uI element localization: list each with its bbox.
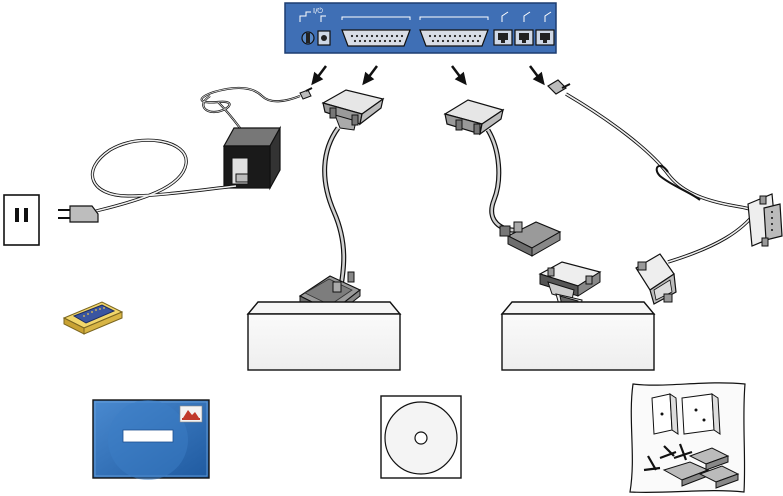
device-box-2-icon bbox=[502, 302, 654, 370]
cd-icon bbox=[381, 396, 461, 478]
device-box-1-icon bbox=[248, 302, 400, 370]
power-adapter-icon bbox=[58, 88, 312, 222]
device-panel: I/⏻ bbox=[285, 3, 556, 53]
booklet-icon bbox=[93, 400, 209, 480]
arrow-icon bbox=[530, 66, 543, 83]
db25-cable-1-icon bbox=[300, 90, 383, 318]
svg-text:I/⏻: I/⏻ bbox=[313, 7, 323, 15]
db25-cable-2-icon bbox=[445, 100, 560, 256]
gender-changer-icon bbox=[64, 302, 122, 334]
arrow-icon bbox=[313, 66, 326, 83]
connection-arrows bbox=[313, 66, 543, 83]
rack-mount-kit-icon bbox=[630, 383, 745, 493]
arrow-icon bbox=[452, 66, 465, 83]
wall-outlet-icon bbox=[4, 195, 39, 245]
arrow-icon bbox=[364, 66, 377, 83]
